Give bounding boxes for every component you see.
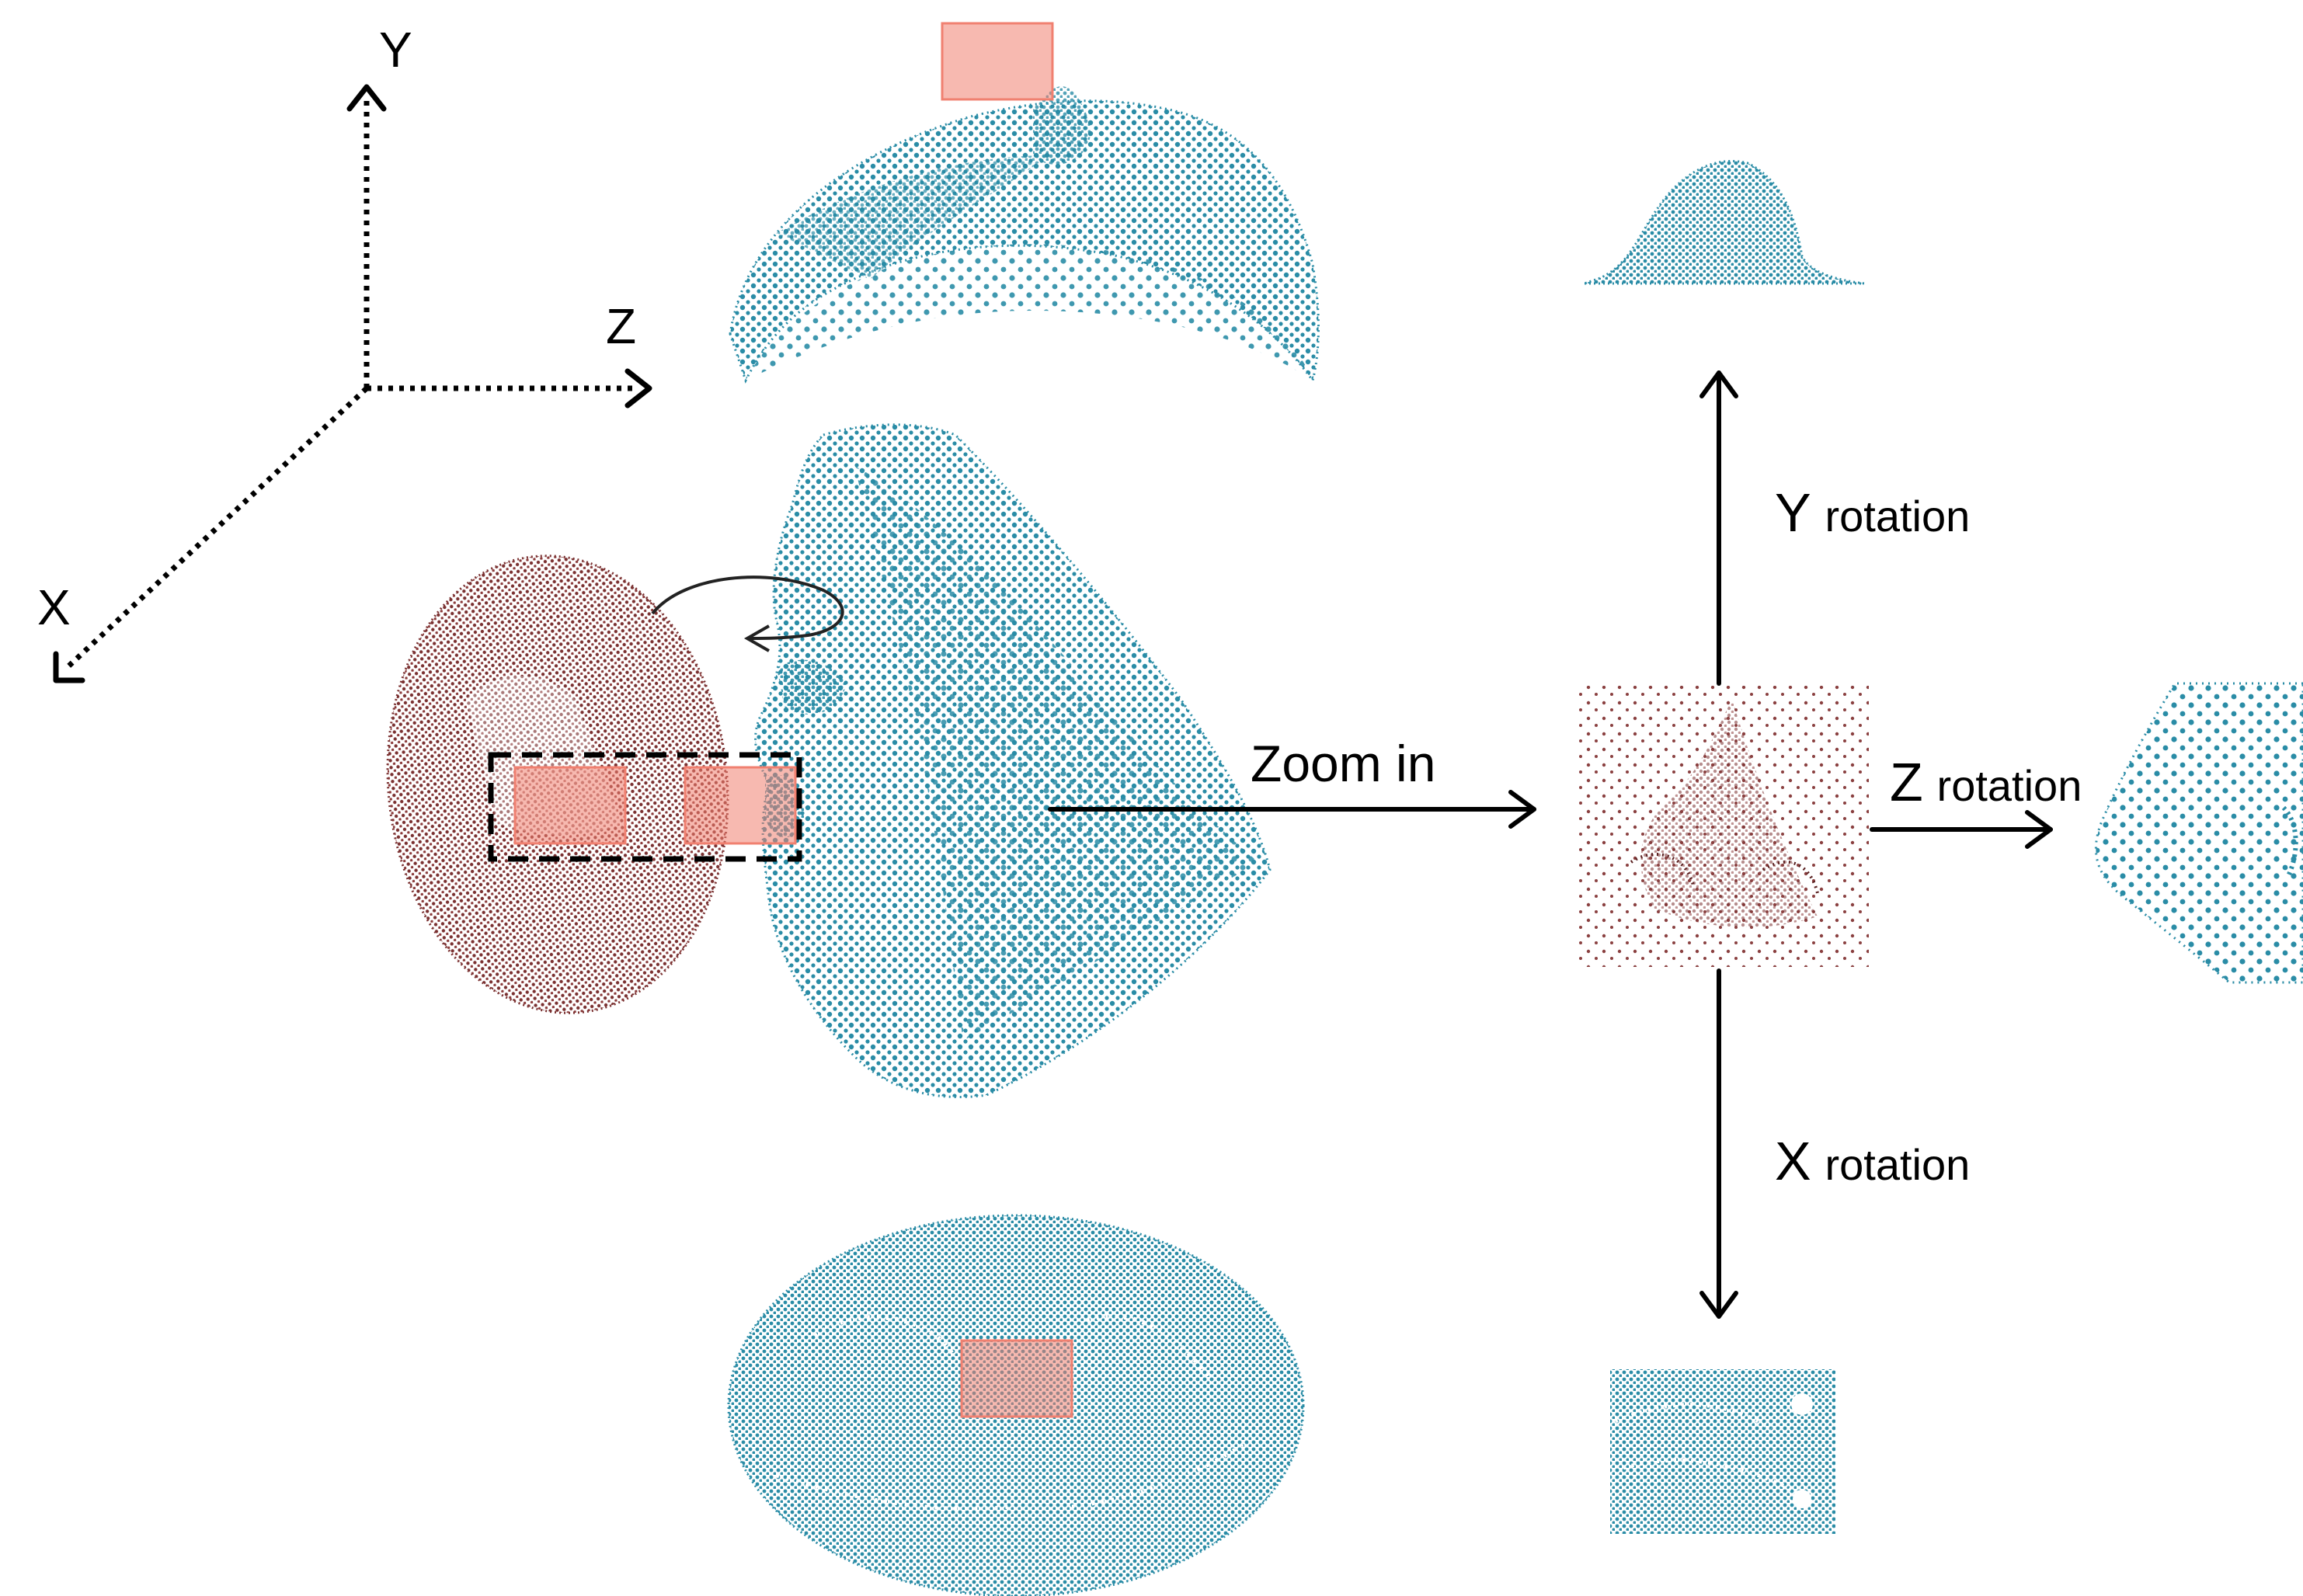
y-axis-arrowhead [346, 84, 387, 112]
axis-arrowheads [53, 84, 652, 683]
z-rotation-word: rotation [1936, 761, 2082, 810]
x-rotated-nose-pointcloud [1610, 1369, 1835, 1534]
x-rotation-arrow [1699, 968, 1738, 1319]
x-axis-line [66, 386, 369, 669]
x-rotation-label: X rotation [1775, 1134, 1970, 1188]
z-axis-arrowhead [624, 368, 652, 409]
z-axis-label: Z [606, 298, 637, 354]
y-rotation-axis: Y [1775, 482, 1811, 543]
x-axis-label: X [37, 579, 71, 635]
top-projection-pointcloud [729, 86, 1320, 384]
side-nose-highlight [684, 766, 797, 845]
side-view-pointcloud [754, 423, 1272, 1098]
coordinate-axes [66, 101, 637, 669]
bottom-nose-highlight [960, 1339, 1073, 1418]
x-axis-arrowhead [53, 651, 85, 683]
x-rotation-axis: X [1775, 1131, 1811, 1191]
zoom-arrow [1048, 790, 1536, 829]
z-rotated-nose-pointcloud [2095, 682, 2303, 984]
zoomed-nose-pointcloud [1575, 686, 1869, 967]
rotation-curve-arrow [651, 575, 844, 652]
frontal-nose-highlight [513, 766, 627, 845]
y-rotation-word: rotation [1825, 492, 1971, 541]
zoom-in-label: Zoom in [1251, 735, 1436, 792]
y-rotation-arrow [1699, 370, 1738, 686]
z-rotation-arrow [1870, 810, 2053, 849]
y-rotation-label: Y rotation [1775, 485, 1970, 540]
y-rotated-nose-pointcloud [1584, 159, 1865, 285]
z-rotation-label: Z rotation [1890, 755, 2082, 809]
y-axis-label: Y [379, 22, 412, 78]
zoom-selection-box [488, 752, 802, 862]
z-rotation-axis: Z [1890, 752, 1923, 812]
x-rotation-word: rotation [1825, 1140, 1971, 1189]
top-nose-highlight [941, 22, 1054, 101]
